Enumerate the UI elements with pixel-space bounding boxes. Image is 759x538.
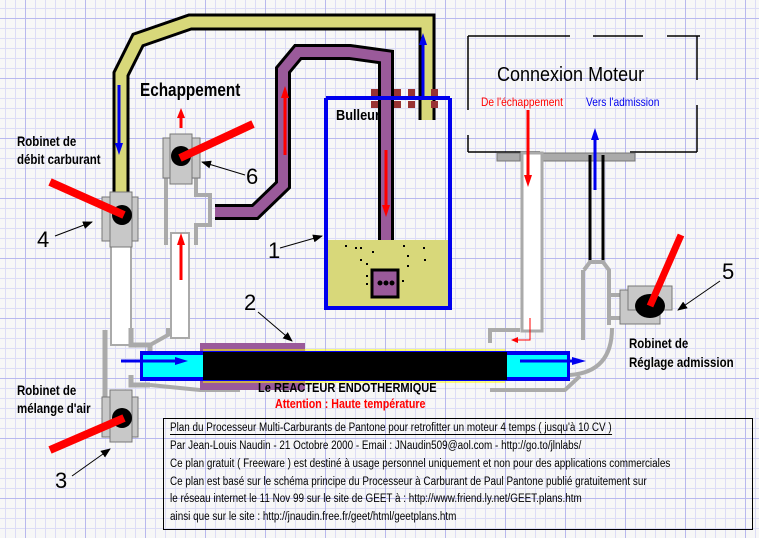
- callout-1: 1: [268, 238, 281, 263]
- info-source-2: le réseau internet le 11 Nov 99 sur le s…: [170, 493, 582, 505]
- bubbler-tank: [324, 96, 452, 310]
- intake-adjust-valve-label-2: Réglage admission: [629, 354, 734, 370]
- callout-4: 4: [37, 227, 50, 252]
- reactor: [128, 328, 582, 392]
- engine-connection-title: Connexion Moteur: [497, 64, 645, 86]
- to-intake-label: Vers l'admission: [586, 95, 660, 109]
- echappement-label: Echappement: [140, 80, 241, 100]
- info-source-3: ainsi que sur le site : http://jnaudin.f…: [170, 511, 457, 523]
- callout-2: 2: [244, 290, 257, 315]
- valve-4-body[interactable]: [48, 178, 139, 248]
- callout-5: 5: [722, 259, 735, 284]
- fuel-flow-valve-label-2: débit carburant: [17, 151, 101, 167]
- air-mix-valve-label-1: Robinet de: [17, 382, 77, 398]
- flow-arrows: [115, 33, 599, 365]
- info-title: Plan du Processeur Multi-Carburants de P…: [170, 422, 612, 435]
- bulleur-label: Bulleur: [336, 107, 380, 124]
- exhaust-pipe: [215, 44, 394, 285]
- info-source-1: Ce plan est basé sur le schéma principe …: [170, 476, 647, 488]
- info-author: Par Jean-Louis Naudin - 21 Octobre 2000 …: [170, 440, 582, 452]
- valve-3-body[interactable]: [48, 389, 139, 454]
- fuel-flow-valve-label-1: Robinet de: [17, 133, 77, 149]
- from-exhaust-label: De l'échappement: [481, 95, 563, 109]
- callout-3: 3: [55, 468, 68, 493]
- right-exhaust-pipe: [520, 151, 544, 333]
- info-license: Ce plan gratuit ( Freeware ) est destiné…: [170, 458, 671, 470]
- intake-adjust-valve-label-1: Robinet de: [629, 335, 689, 351]
- fuel-pipe: [112, 13, 436, 192]
- high-temp-warning: Attention : Haute température: [275, 396, 426, 411]
- callout-6: 6: [246, 164, 259, 189]
- info-box: Plan du Processeur Multi-Carburants de P…: [163, 418, 753, 530]
- engine-connection-box: [467, 35, 700, 153]
- bubbler-flanges: [371, 89, 438, 108]
- engine-flange: [496, 152, 636, 162]
- air-mix-valve-label-2: mélange d'air: [17, 400, 91, 416]
- valve-5-body[interactable]: [619, 233, 685, 325]
- callout-leaders: [54, 160, 721, 477]
- valve-6-body[interactable]: [162, 120, 255, 185]
- reactor-label: Le REACTEUR ENDOTHERMIQUE: [258, 380, 437, 395]
